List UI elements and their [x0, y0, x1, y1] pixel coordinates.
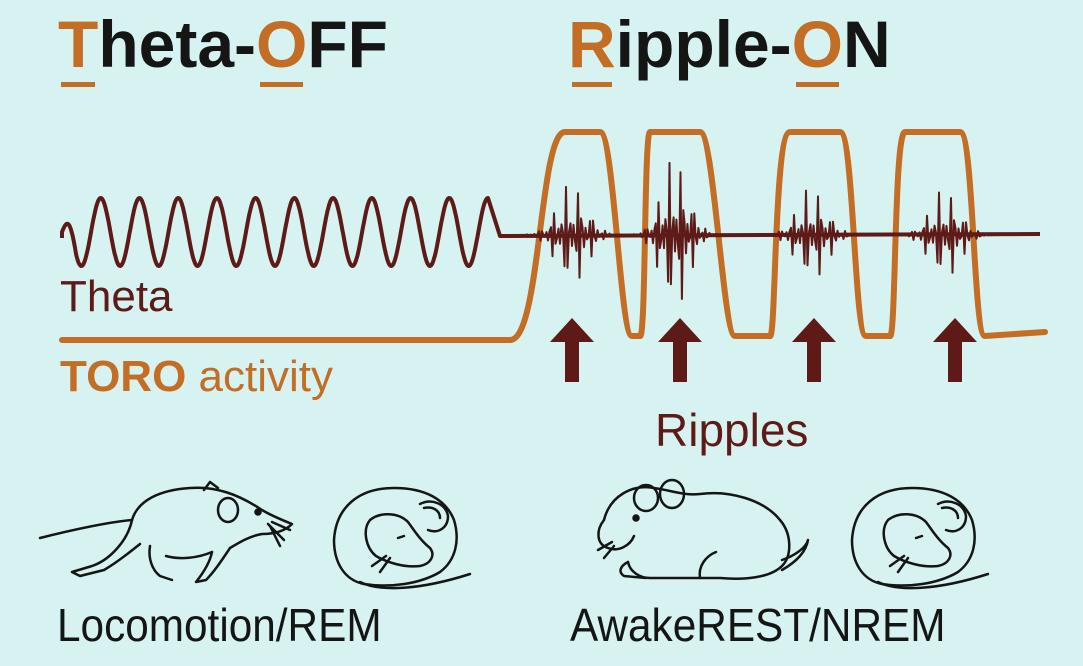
ripple-arrow-4: [933, 318, 977, 382]
title-left-initial-text: T: [58, 7, 99, 81]
ripple-arrow-3: [792, 318, 836, 382]
title-right-mid: ipple-: [615, 7, 792, 81]
toro-activity-trace: [59, 129, 1048, 343]
title-right-o-text: O: [791, 7, 844, 81]
arrow-up-icon: [933, 318, 977, 382]
ripple-arrow-1: [550, 318, 594, 382]
resting-mouse-icon: [596, 478, 810, 580]
title-left-mid: heta-: [98, 7, 257, 81]
title-right-initial-underline: [571, 82, 612, 87]
state-locomotion-rem: Locomotion/REM: [57, 599, 382, 651]
sleeping-mouse-icon: [332, 486, 472, 590]
title-left-o: O: [256, 7, 308, 87]
title-right-rest: N: [843, 7, 891, 81]
arrow-up-icon: [550, 318, 594, 382]
state-awake-rest-nrem: AwakeREST/NREM: [570, 599, 946, 651]
theta-trace: [60, 196, 1041, 268]
title-left-initial: T: [58, 7, 99, 87]
toro-label-rest: activity: [186, 352, 334, 401]
arrow-up-icon: [658, 318, 702, 382]
arrow-up-icon: [792, 318, 836, 382]
ripples-label: Ripples: [655, 404, 809, 456]
ripple-arrow-2: [658, 318, 702, 382]
toro-label-bold: TORO: [60, 352, 187, 401]
toro-activity-label: TORO activity: [60, 352, 333, 402]
ripple-trace: [512, 161, 1005, 300]
theta-label: Theta: [60, 272, 173, 321]
sleeping-mouse-icon: [850, 486, 990, 590]
title-right-o-underline: [795, 82, 839, 87]
title-right-initial-text: R: [568, 7, 616, 81]
title-left-o-underline: [260, 82, 304, 87]
title-left-rest: FF: [307, 7, 388, 81]
title-right-o: O: [791, 7, 844, 87]
title-right-initial: R: [568, 7, 616, 87]
running-mouse-icon: [38, 480, 294, 584]
title-left-o-text: O: [256, 7, 308, 81]
title-left-initial-underline: [61, 82, 96, 87]
